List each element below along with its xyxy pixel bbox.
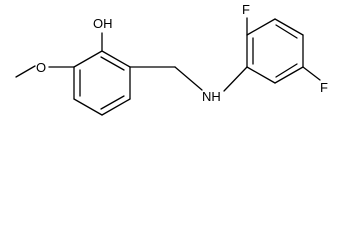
- bond-ring-right-1: [246, 18, 276, 36]
- bond-n-ring: [223, 66, 248, 92]
- fluorine-ortho-label: F: [242, 2, 250, 17]
- chemical-structure: OH O NH F F: [15, 2, 328, 116]
- bond-ring-left-double-2: [100, 95, 125, 110]
- bond-ring-right-5: [246, 66, 276, 84]
- bond-ring-left-1: [101, 50, 131, 68]
- bond-ring-left-6: [73, 50, 103, 68]
- left-benzene-ring: [73, 50, 131, 116]
- methoxy-oxygen-label: O: [36, 60, 46, 75]
- bond-ring-right-4: [274, 66, 304, 84]
- bond-ring-left-4: [73, 98, 103, 116]
- bond-ring-right-double-2: [275, 63, 298, 78]
- fluorine-meta-label: F: [320, 80, 328, 95]
- right-benzene-ring: [246, 18, 304, 84]
- hydroxyl-label: OH: [93, 16, 113, 31]
- bond-ring-right-2: [274, 18, 304, 36]
- bond-c-f-meta: [302, 66, 321, 81]
- bond-ring-left-3: [101, 98, 131, 116]
- bond-ring-left-double-1: [100, 56, 125, 71]
- bond-ring-right-double-1: [275, 24, 298, 39]
- bond-ch2-n: [174, 66, 203, 91]
- amine-label: NH: [202, 89, 221, 104]
- bond-o-methyl: [15, 65, 36, 78]
